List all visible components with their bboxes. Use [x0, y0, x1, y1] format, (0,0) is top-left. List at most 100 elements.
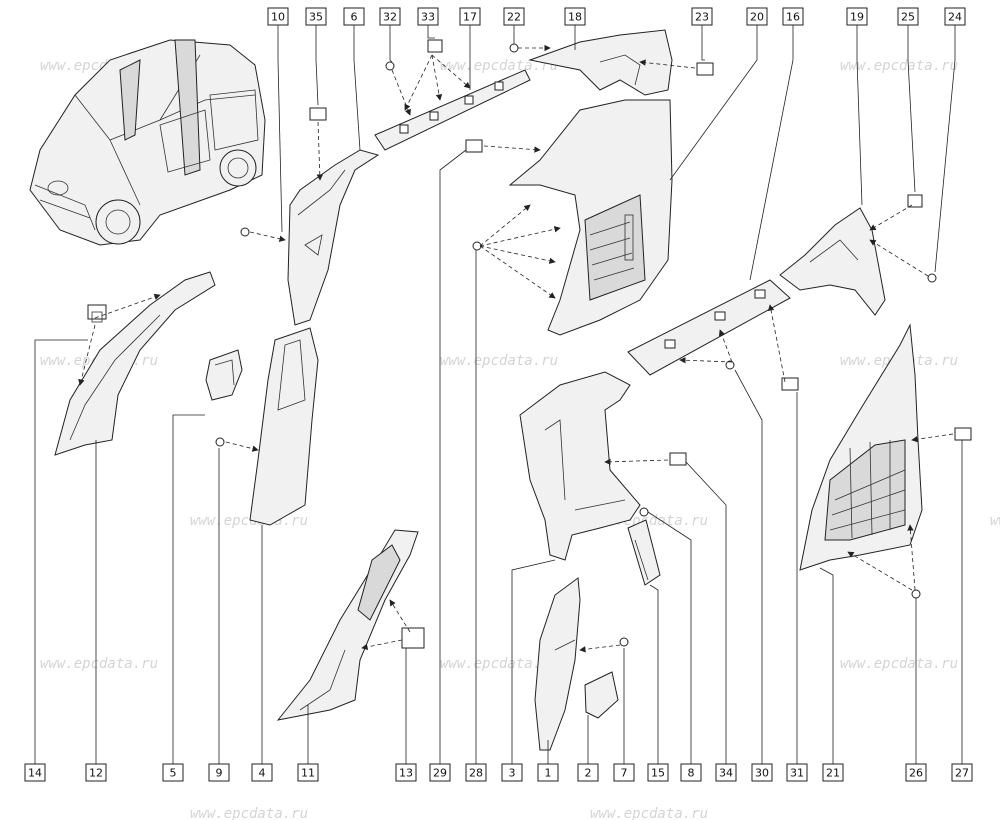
callout-17: 17: [459, 7, 481, 90]
callout-7: 7: [613, 648, 635, 782]
part-30-clip: [725, 360, 735, 370]
callout-number: 33: [421, 11, 435, 24]
callout-32: 32: [379, 7, 401, 63]
callout-number: 28: [469, 767, 483, 780]
part-18-upper-quarter-trim: [528, 29, 673, 96]
callout-number: 3: [509, 767, 516, 780]
callout-24: 24: [934, 7, 966, 273]
part-21-rear-trim-panel: [799, 323, 923, 571]
callout-leader-line: [315, 25, 319, 106]
watermark-text: www.epcdata.ru: [40, 656, 158, 672]
watermark-text: www.epcdata.ru: [590, 806, 708, 820]
callout-box: [305, 7, 327, 26]
callout-11: 11: [297, 705, 319, 782]
part-11-pillar-trim: [276, 529, 419, 721]
watermark-text: www.epcdata.ru: [190, 806, 308, 820]
callout-number: 25: [901, 11, 915, 24]
callout-number: 4: [259, 767, 266, 780]
part-20-quarter-trim-panel: [508, 99, 673, 336]
callout-leader-line: [647, 511, 692, 764]
callout-9: 9: [208, 448, 230, 782]
callout-number: 18: [568, 11, 582, 24]
part-19-upper-wheel-arch-trim: [779, 207, 886, 316]
callout-leader-line: [277, 25, 283, 233]
assembly-arrows: [78, 44, 954, 653]
callout-box: [208, 763, 230, 782]
part-13-clip: [401, 627, 425, 649]
callout-number: 6: [351, 11, 358, 24]
part-1-lower-trim: [534, 577, 581, 751]
callout-box: [944, 7, 966, 26]
callout-18: 18: [564, 7, 586, 50]
watermark-text: www.epcdata.ru: [840, 58, 958, 74]
callout-leader-line: [749, 25, 794, 281]
part-9-nut: [215, 437, 225, 447]
callout-box: [429, 763, 451, 782]
callout-number: 5: [170, 767, 177, 780]
callout-box: [691, 7, 713, 26]
callout-box: [459, 7, 481, 26]
callout-leader-line: [685, 461, 727, 764]
part-3-pillar-lower-trim: [519, 371, 641, 561]
part-8-clip: [639, 507, 649, 517]
callout-16: 16: [749, 7, 804, 281]
part-23-clip: [696, 62, 714, 76]
part-35-clip: [309, 107, 327, 121]
part-17-rail: [374, 69, 531, 151]
callout-number: 31: [790, 767, 804, 780]
part-34-clip: [669, 452, 687, 466]
callout-leader-line: [856, 25, 863, 206]
callout-number: 15: [651, 767, 665, 780]
callout-2: 2: [577, 715, 599, 782]
callout-box: [715, 763, 737, 782]
watermark-text: www.epcdata.ru: [440, 353, 558, 369]
part-24-clip: [927, 273, 937, 283]
callout-box: [951, 763, 973, 782]
callout-leader-line: [819, 567, 834, 764]
part-12-pillar-trim: [54, 271, 216, 456]
callout-number: 26: [909, 767, 923, 780]
callout-number: 32: [383, 11, 397, 24]
callout-number: 22: [507, 11, 521, 24]
callout-number: 9: [216, 767, 223, 780]
callout-leader-line: [649, 584, 659, 764]
callout-13: 13: [395, 648, 417, 782]
callout-31: 31: [786, 392, 808, 782]
callout-30: 30: [734, 369, 773, 782]
callout-25: 25: [897, 7, 919, 193]
callout-number: 2: [585, 767, 592, 780]
callout-box: [343, 7, 365, 26]
callout-number: 12: [89, 767, 103, 780]
callout-19: 19: [846, 7, 868, 206]
part-33-clip: [427, 39, 443, 53]
callout-leader-line: [669, 25, 758, 181]
vehicle-illustration: [29, 39, 266, 246]
callout-12: 12: [85, 440, 107, 782]
watermark-text: www.epcdata.ru: [190, 513, 308, 529]
callout-box: [417, 7, 439, 26]
part-15-trim-strip: [627, 519, 661, 586]
part-27-clip: [954, 427, 972, 441]
callout-14: 14: [24, 339, 88, 782]
callout-box: [613, 763, 635, 782]
callout-number: 8: [688, 767, 695, 780]
callout-22: 22: [503, 7, 525, 44]
callout-29: 29: [429, 149, 467, 782]
callout-number: 1: [545, 767, 552, 780]
callout-box: [85, 763, 107, 782]
callout-leader-line: [427, 25, 435, 39]
watermark-text: www.epcdata.ru: [440, 656, 558, 672]
callout-box: [577, 763, 599, 782]
callout-leader-line: [701, 25, 705, 61]
callout-number: 7: [621, 767, 628, 780]
callout-15: 15: [647, 584, 669, 782]
callout-number: 20: [750, 11, 764, 24]
callout-box: [537, 763, 559, 782]
callout-leader-line: [34, 339, 88, 764]
callout-number: 29: [433, 767, 447, 780]
part-7-clip: [619, 637, 629, 647]
callout-3: 3: [501, 559, 556, 782]
part-14-clip: [87, 304, 107, 323]
